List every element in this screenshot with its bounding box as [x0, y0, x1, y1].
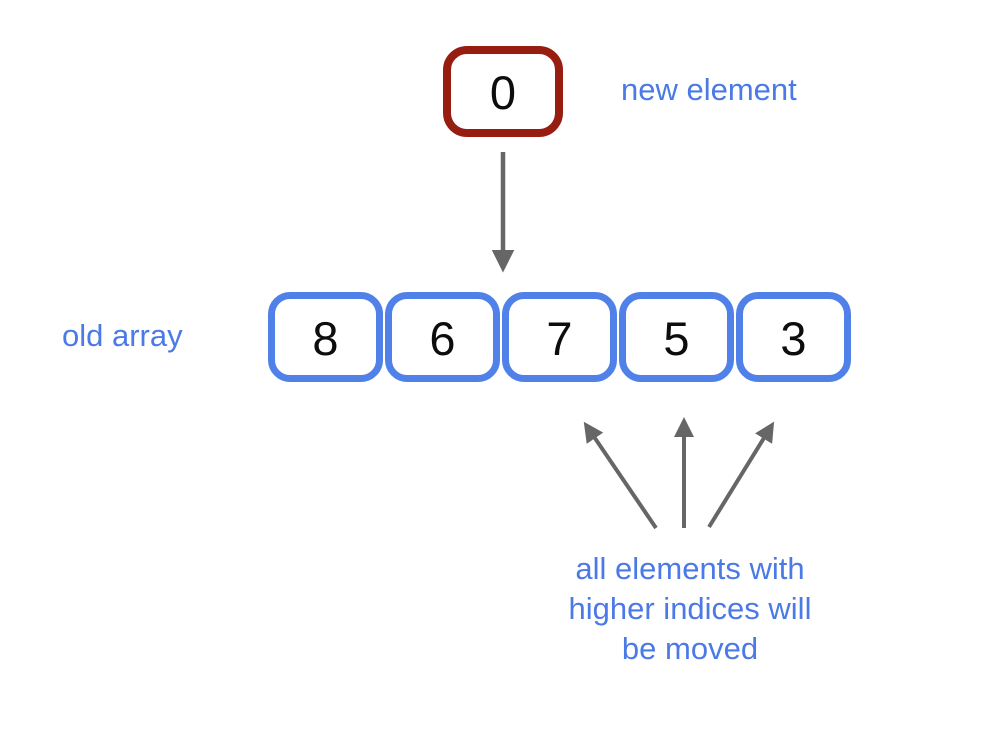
array-cell-value: 3	[780, 311, 807, 365]
array-cell-1: 6	[385, 292, 500, 382]
new-element-value: 0	[489, 66, 517, 119]
array-cell-3: 5	[619, 292, 734, 382]
moved-arrow-right	[707, 421, 775, 529]
array-cell-4: 3	[736, 292, 851, 382]
array-cell-value: 6	[429, 311, 456, 365]
old-array: 8 6 7 5 3	[268, 292, 851, 382]
array-cell-0: 8	[268, 292, 383, 382]
old-array-label: old array	[62, 318, 183, 353]
array-cell-2: 7	[502, 292, 617, 382]
array-cell-value: 5	[663, 311, 690, 365]
new-element-box: 0	[443, 46, 563, 137]
new-element-label: new element	[621, 72, 797, 107]
annotation-line: all elements with	[575, 551, 805, 586]
array-cell-value: 7	[546, 311, 573, 365]
annotation-line: be moved	[621, 631, 759, 666]
array-cell-value: 8	[312, 311, 339, 365]
moved-arrow-left	[583, 421, 658, 530]
annotation-text: all elements with higher indices will be…	[505, 549, 875, 669]
annotation-line: higher indices will	[568, 591, 812, 626]
